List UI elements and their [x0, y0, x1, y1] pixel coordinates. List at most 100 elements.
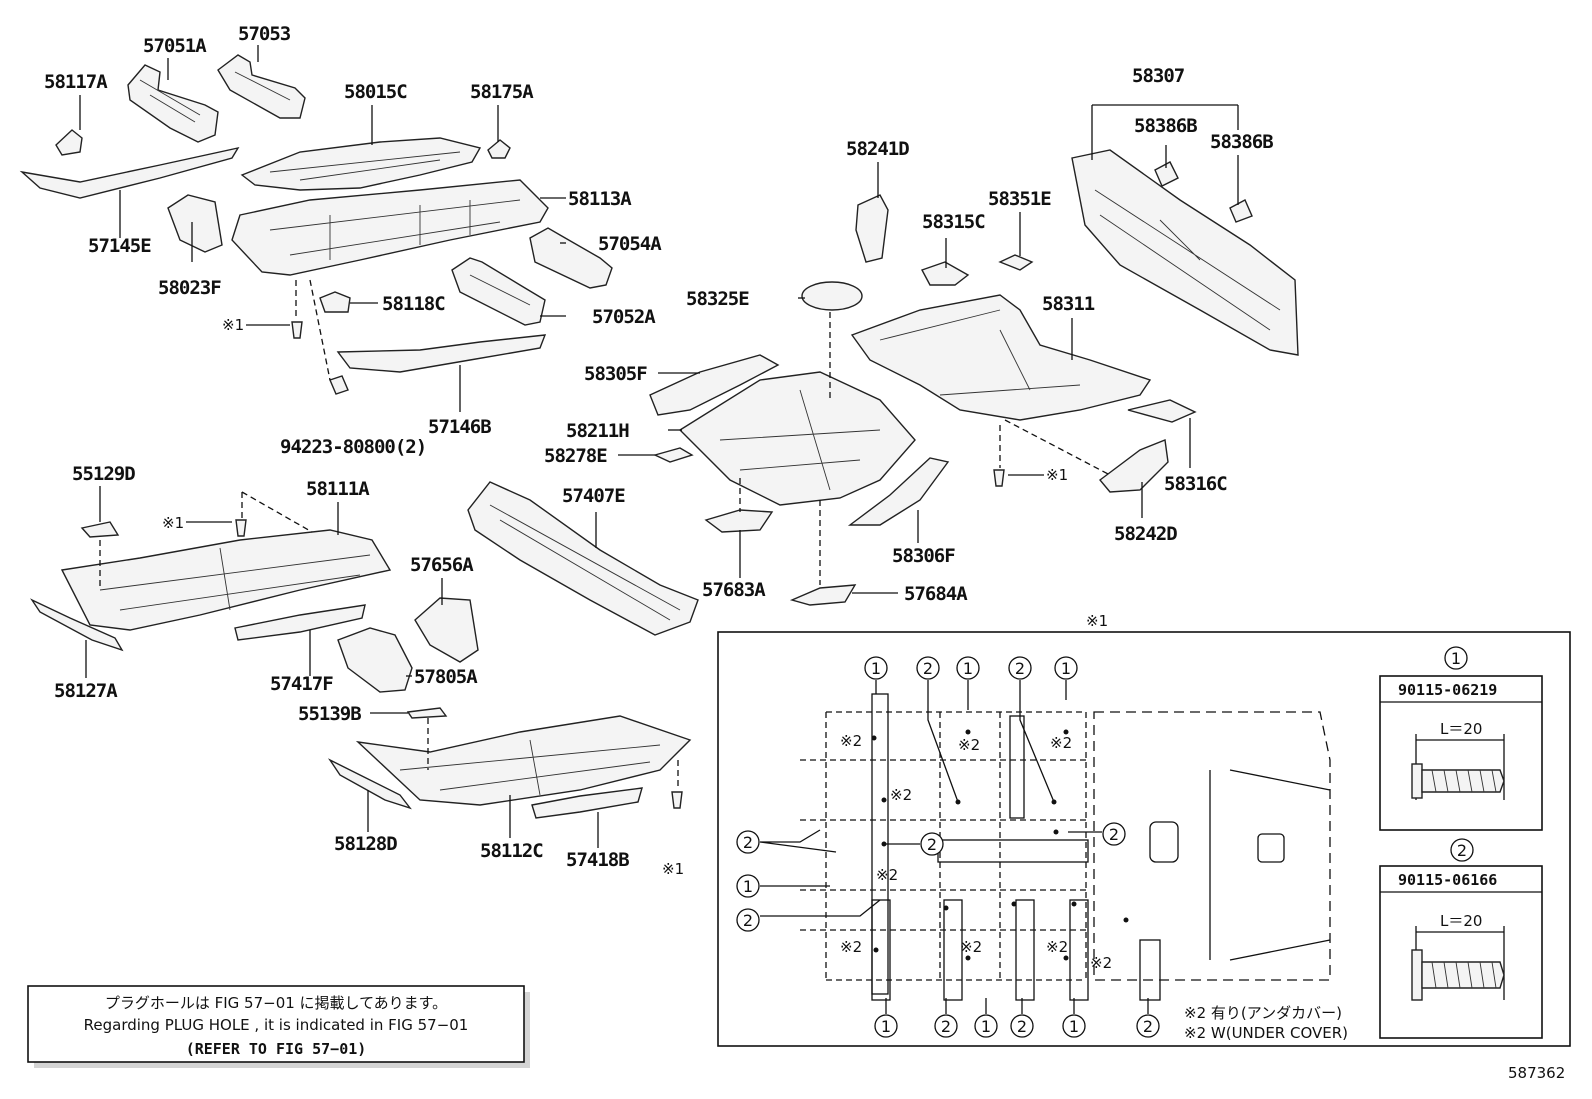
svg-text:1: 1 — [981, 1017, 991, 1036]
svg-text:2: 2 — [1109, 825, 1119, 844]
part-57407E — [467, 481, 699, 636]
label-57053: 57053 — [238, 23, 291, 45]
mark-1: ※1 — [162, 514, 184, 532]
label-58278E: 58278E — [544, 445, 607, 467]
label-57417F: 57417F — [270, 673, 333, 695]
label-58305F: 58305F — [584, 363, 647, 385]
part-58175A — [487, 139, 511, 159]
label-94223-80800: 94223-80800(2) — [280, 436, 426, 458]
label-57683A: 57683A — [702, 579, 766, 601]
svg-text:2: 2 — [1017, 1017, 1027, 1036]
mark-1: ※1 — [662, 860, 684, 878]
part-58127A — [30, 598, 124, 652]
label-58311: 58311 — [1042, 293, 1095, 315]
part-57054A — [529, 227, 613, 289]
part-58211H — [678, 371, 916, 506]
svg-text:※2: ※2 — [1050, 734, 1072, 752]
part-57146B — [336, 334, 547, 373]
part-57683A — [704, 509, 774, 533]
part-58386B — [1154, 161, 1253, 223]
svg-text:1: 1 — [881, 1017, 891, 1036]
label-57051A: 57051A — [143, 35, 207, 57]
label-58117A: 58117A — [44, 71, 108, 93]
detail-box-header: ※1 — [1086, 612, 1108, 630]
plug-hole-note: プラグホールは FIG 57−01 に掲載してあります。 Regarding P… — [27, 985, 530, 1068]
bolt-2-length: L＝20 — [1440, 912, 1482, 930]
svg-text:※2: ※2 — [840, 938, 862, 956]
label-58211H: 58211H — [566, 420, 629, 442]
part-58315C — [920, 261, 970, 286]
svg-text:2: 2 — [1015, 659, 1025, 678]
label-58023F: 58023F — [158, 277, 221, 299]
part-58023F — [167, 194, 223, 253]
part-55139B — [406, 707, 448, 719]
svg-text:1: 1 — [871, 659, 881, 678]
label-58315C: 58315C — [922, 211, 985, 233]
label-58127A: 58127A — [54, 680, 118, 702]
label-58113A: 58113A — [568, 188, 632, 210]
dashed-lines — [99, 279, 1111, 790]
part-58117A — [55, 129, 83, 156]
part-58325E — [801, 281, 863, 311]
part-58242D — [1098, 439, 1169, 493]
label-58316C: 58316C — [1164, 473, 1227, 495]
part-58306F — [847, 457, 950, 526]
label-57146B: 57146B — [428, 416, 491, 438]
svg-text:2: 2 — [743, 833, 753, 852]
label-55129D: 55129D — [72, 463, 135, 485]
label-58386B-b: 58386B — [1210, 131, 1273, 153]
svg-text:1: 1 — [743, 877, 753, 896]
note-ref: (REFER TO FIG 57−01) — [186, 1040, 367, 1058]
svg-text:※2: ※2 — [958, 736, 980, 754]
label-58241D: 58241D — [846, 138, 909, 160]
label-58175A: 58175A — [470, 81, 534, 103]
part-57145E — [19, 146, 240, 199]
label-57407E: 57407E — [562, 485, 625, 507]
part-57051A — [127, 64, 219, 143]
part-58307 — [1071, 149, 1299, 356]
part-58241D — [855, 194, 889, 263]
bolt-icon — [235, 321, 1005, 809]
svg-text:※2: ※2 — [1090, 954, 1112, 972]
part-58305F — [649, 354, 780, 416]
svg-text:※2: ※2 — [840, 732, 862, 750]
svg-text:2: 2 — [1143, 1017, 1153, 1036]
label-58307: 58307 — [1132, 65, 1185, 87]
label-57418B: 57418B — [566, 849, 629, 871]
svg-text:※2: ※2 — [1046, 938, 1068, 956]
label-58128D: 58128D — [334, 833, 397, 855]
label-57052A: 57052A — [592, 306, 656, 328]
part-58015C — [240, 137, 482, 191]
bolt-1-length: L＝20 — [1440, 720, 1482, 738]
label-57054A: 57054A — [598, 233, 662, 255]
part-58111A — [60, 529, 392, 631]
svg-text:2: 2 — [941, 1017, 951, 1036]
svg-text:※2: ※2 — [890, 786, 912, 804]
svg-text:※2: ※2 — [876, 866, 898, 884]
legend-note-jp: ※2 有り(アンダカバー) — [1184, 1004, 1342, 1022]
label-58351E: 58351E — [988, 188, 1051, 210]
svg-text:2: 2 — [923, 659, 933, 678]
svg-text:1: 1 — [1069, 1017, 1079, 1036]
label-58015C: 58015C — [344, 81, 407, 103]
part-58118C — [319, 291, 351, 313]
bolt-1-part: 90115-06219 — [1398, 681, 1497, 699]
label-58325E: 58325E — [686, 288, 749, 310]
label-58112C: 58112C — [480, 840, 543, 862]
legend-note-en: ※2 W(UNDER COVER) — [1184, 1024, 1348, 1042]
label-58306F: 58306F — [892, 545, 955, 567]
part-58316C — [1127, 399, 1197, 423]
bolt-2-part: 90115-06166 — [1398, 871, 1497, 889]
label-58242D: 58242D — [1114, 523, 1177, 545]
label-57656A: 57656A — [410, 554, 474, 576]
detail-box: ※1 — [717, 612, 1571, 1047]
part-57805A — [337, 627, 413, 693]
part-57418B — [531, 787, 643, 819]
callouts: 1 2 1 2 1 2 2 2 1 2 1 2 1 2 1 2 ※2 ※2 ※2… — [736, 656, 1160, 1038]
label-57145E: 57145E — [88, 235, 151, 257]
svg-text:1: 1 — [963, 659, 973, 678]
svg-text:2: 2 — [1457, 841, 1467, 860]
part-58128D — [327, 758, 412, 810]
mark-1: ※1 — [222, 316, 244, 334]
